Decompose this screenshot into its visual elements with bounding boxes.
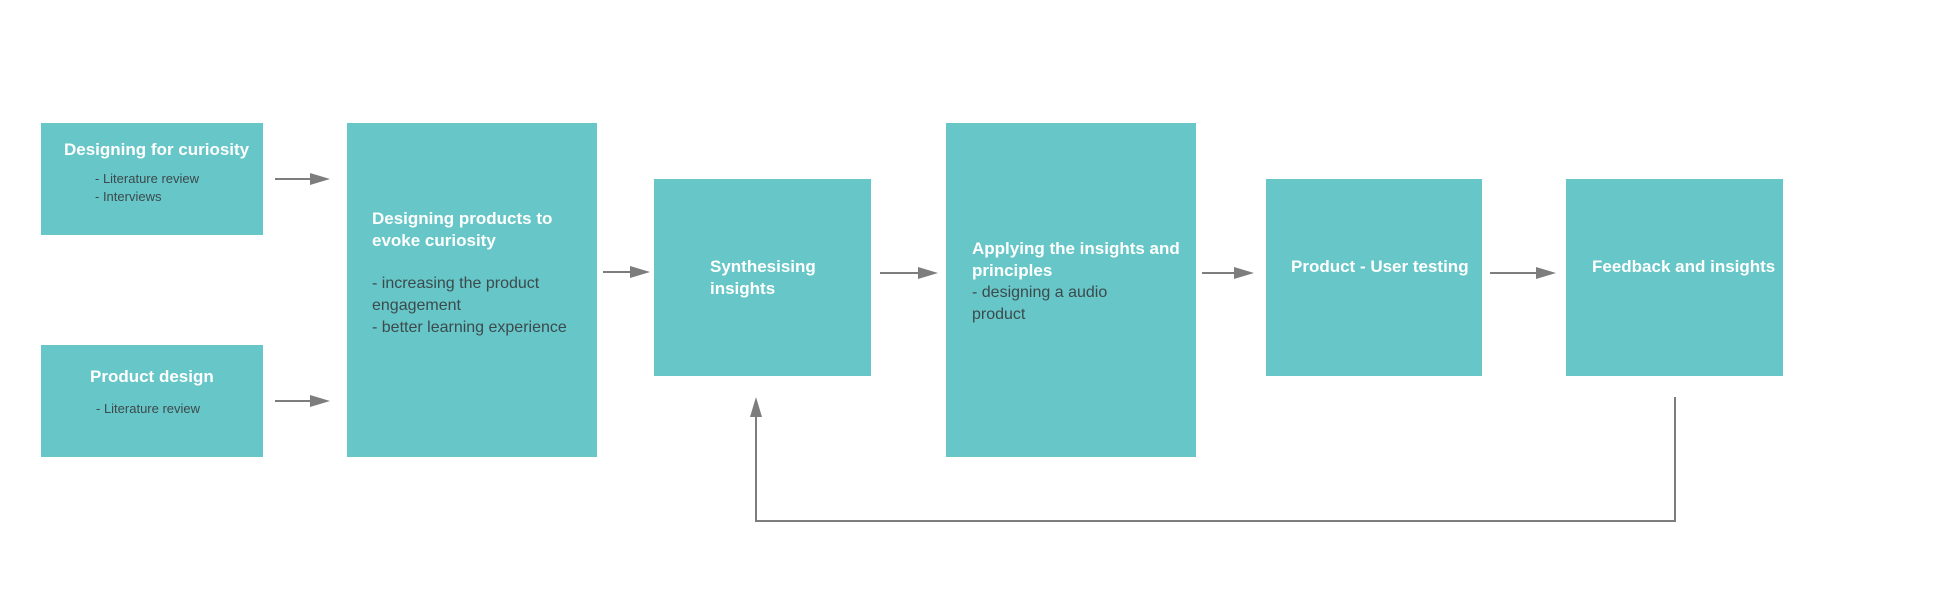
box-points: - Literature review - Interviews [95, 171, 200, 204]
box-title: Synthesising insights [710, 257, 816, 298]
box-synthesising-insights: Synthesising insights [654, 179, 871, 376]
arrow-product-design-to-evoke [275, 395, 330, 407]
arrow-curiosity-to-evoke [275, 173, 330, 185]
arrow-evoke-to-synthesising [603, 266, 650, 278]
box-points: - designing a audio product [972, 284, 1108, 323]
box-title: Product design [90, 367, 214, 386]
box-title: Feedback and insights [1592, 257, 1776, 276]
box-title: Applying the insights and principles [972, 239, 1180, 280]
box-title: Product - User testing [1291, 257, 1469, 276]
box-title: Designing products to evoke curiosity [372, 209, 553, 250]
box-feedback-insights: Feedback and insights [1566, 179, 1783, 376]
arrow-synthesising-to-applying [880, 267, 938, 279]
arrow-applying-to-user-testing [1202, 267, 1254, 279]
box-evoke-curiosity: Designing products to evoke curiosity - … [347, 123, 597, 457]
arrow-user-testing-to-feedback [1490, 267, 1556, 279]
box-title: Designing for curiosity [64, 140, 250, 159]
box-designing-for-curiosity: Designing for curiosity - Literature rev… [41, 123, 263, 235]
box-applying-insights: Applying the insights and principles - d… [946, 123, 1196, 457]
arrow-feedback-loop-to-synthesising [750, 397, 1676, 522]
box-points: - Literature review [96, 401, 201, 416]
box-points: - increasing the product engagement - be… [372, 275, 567, 336]
box-product-design: Product design - Literature review [41, 345, 263, 457]
box-user-testing: Product - User testing [1266, 179, 1482, 376]
